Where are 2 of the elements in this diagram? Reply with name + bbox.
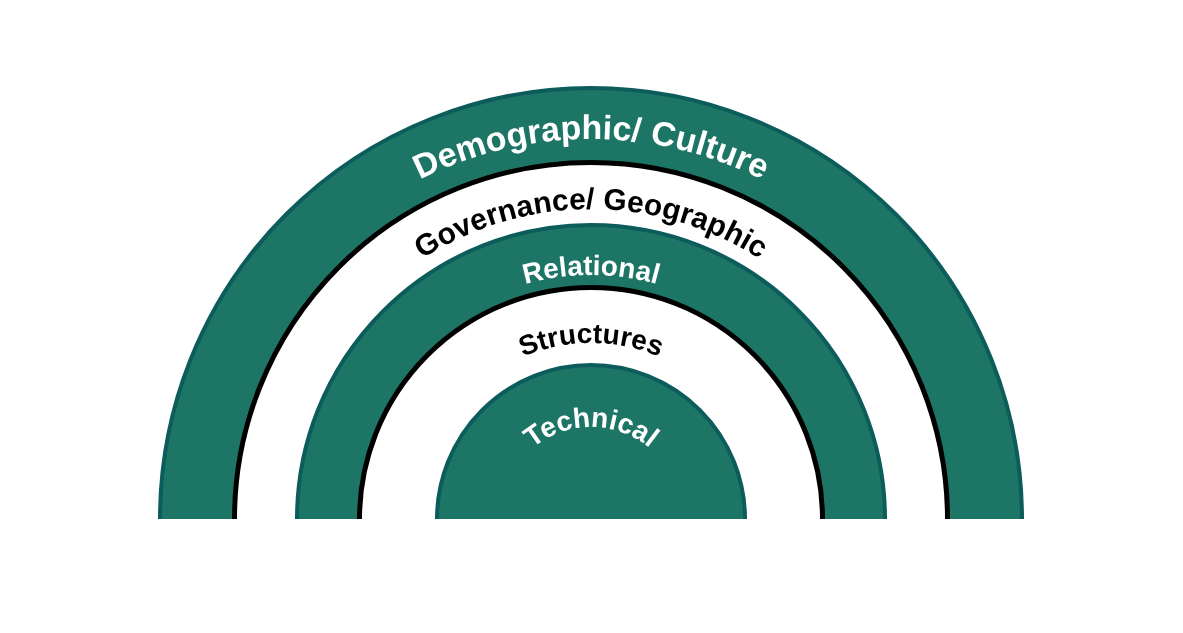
band-label: Structures [514, 317, 668, 363]
band-label: Technical [517, 401, 665, 453]
